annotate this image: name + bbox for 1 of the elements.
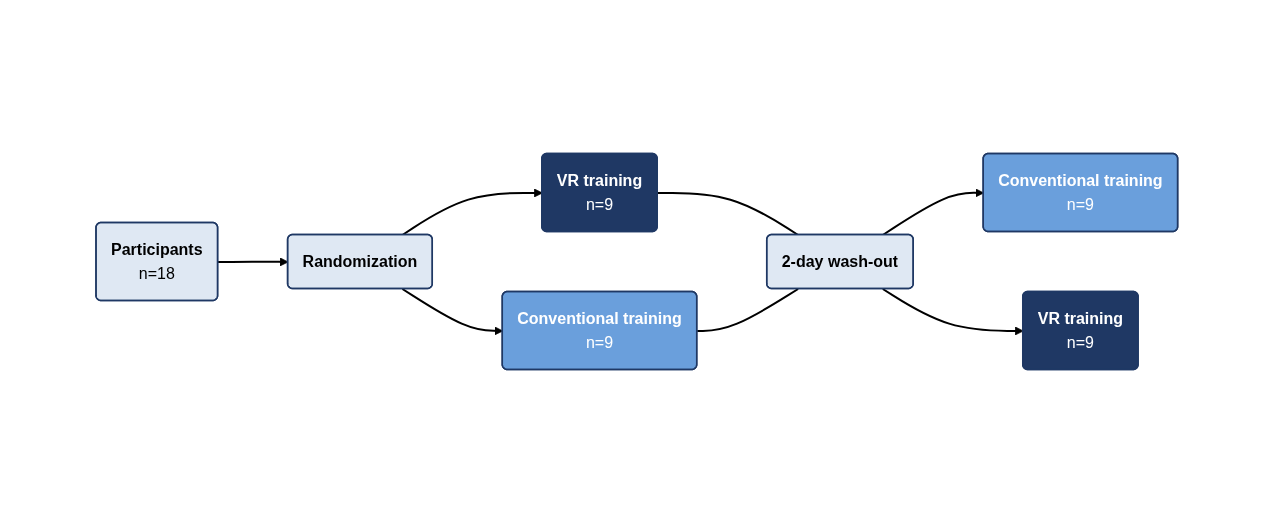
connector — [656, 191, 799, 236]
